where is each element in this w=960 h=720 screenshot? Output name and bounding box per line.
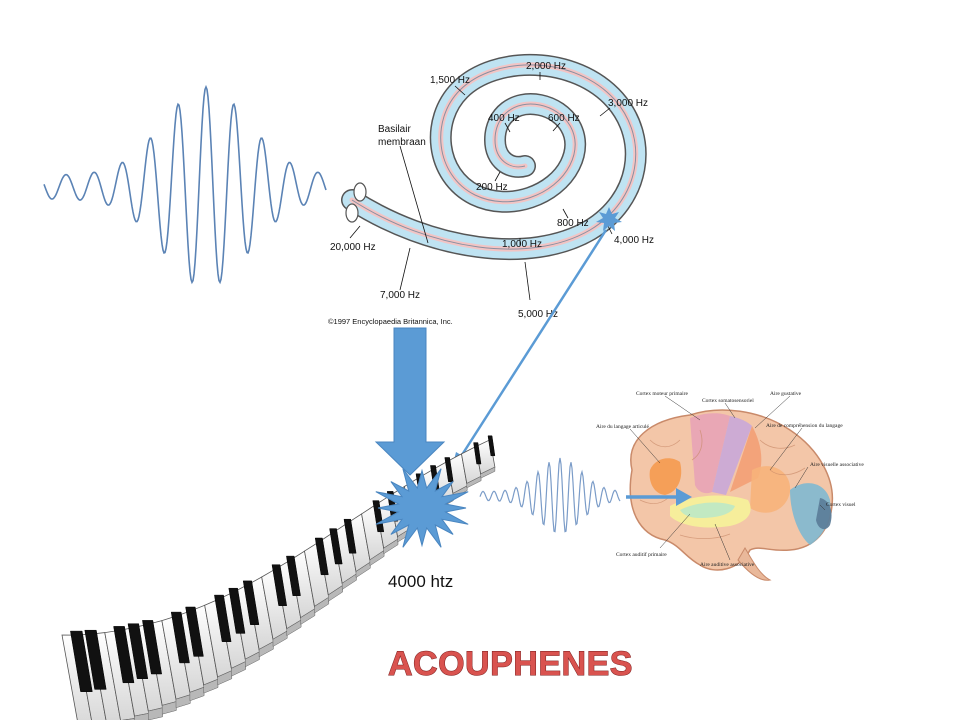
piano-key-side — [231, 661, 246, 677]
piano-black-key — [70, 630, 93, 692]
label-primary-motor-cortex: Cortex moteur primaire — [636, 391, 688, 397]
page-title: ACOUPHENES — [388, 645, 633, 683]
brain-leader-lines — [629, 395, 826, 561]
piano-key-side — [314, 596, 330, 614]
motor-cortex — [690, 413, 730, 494]
piano-black-key — [84, 629, 107, 690]
piano-key-side — [148, 707, 163, 720]
piano-black-key — [314, 537, 329, 576]
piano-key-side — [466, 475, 482, 489]
freq-label-800: 800 Hz — [557, 218, 589, 229]
piano-black-key — [242, 580, 260, 625]
down-arrow — [374, 327, 446, 476]
brainstem — [737, 547, 772, 581]
cochlea-opening-top — [353, 182, 367, 202]
sound-wave — [43, 84, 327, 285]
freq-label-600: 600 Hz — [548, 113, 580, 124]
piano-black-key — [142, 620, 162, 675]
piano-key-side — [189, 686, 205, 702]
piano-key-side — [383, 538, 399, 555]
freq-label-7000: 7,000 Hz — [380, 290, 420, 301]
piano-key-side — [286, 619, 302, 637]
auditory-pointer-arrow — [626, 488, 692, 506]
cochlea-opening-bottom — [345, 203, 359, 223]
piano-key-side — [161, 701, 177, 715]
piano-black-key — [127, 623, 149, 679]
piano-black-key — [228, 587, 246, 634]
piano-key-side — [480, 466, 496, 479]
piano-black-key — [170, 611, 190, 664]
piano-key-side — [245, 651, 260, 668]
piano-key-side — [203, 678, 219, 694]
piano-key-side — [217, 670, 233, 686]
visual-cortex — [816, 498, 832, 530]
freq-label-4000: 4,000 Hz — [614, 235, 654, 246]
freq-label-1000: 1,000 Hz — [502, 239, 542, 250]
label-visual-association-area: Aire visuelle associative — [810, 462, 864, 468]
freq-label-200: 200 Hz — [476, 182, 508, 193]
piano-key-side — [175, 694, 191, 709]
piano-black-key — [343, 518, 357, 554]
brain-illustration: Cortex moteur primaire Cortex somatosens… — [596, 391, 864, 581]
piano-black-key — [271, 564, 287, 606]
label-leader-lines — [349, 72, 613, 301]
burst-star-large — [375, 468, 469, 548]
cochlea-illustration: 2,000 Hz 1,500 Hz 3,000 Hz 400 Hz 600 Hz… — [328, 54, 654, 326]
piano-key-side — [300, 608, 316, 625]
piano-key-side — [355, 561, 371, 579]
freq-label-2000: 2,000 Hz — [526, 61, 566, 72]
piano-key-side — [258, 641, 274, 658]
sound-wave-small — [479, 457, 621, 533]
diagonal-pointer-arrow — [452, 229, 608, 468]
freq-label-20000: 20,000 Hz — [330, 242, 376, 253]
copyright-notice: ©1997 Encyclopaedia Britannica, Inc. — [328, 317, 453, 326]
piano-black-key — [214, 594, 232, 642]
cochlea-center-line — [351, 64, 637, 250]
label-auditory-association-area: Aire auditive associative — [700, 562, 755, 568]
piano-key-side — [328, 585, 343, 602]
burst-star-small — [596, 207, 622, 231]
piano-black-key — [372, 500, 385, 533]
basilar-membrane-label-line1: Basilair — [378, 124, 411, 135]
primary-auditory-cortex — [680, 502, 735, 518]
freq-label-5000: 5,000 Hz — [518, 309, 558, 320]
brain-folds — [639, 429, 806, 540]
basilar-membrane-label-line2: membraan — [378, 137, 426, 148]
piano-black-key — [286, 555, 301, 596]
frequency-caption: 4000 htz — [388, 572, 453, 591]
piano-black-key — [487, 435, 496, 457]
piano-key-side — [272, 630, 288, 647]
piano-black-key — [185, 606, 204, 657]
piano-key-side — [341, 573, 357, 590]
label-primary-auditory-cortex: Cortex auditif primaire — [616, 551, 667, 558]
freq-label-3000: 3,000 Hz — [608, 98, 648, 109]
freq-label-400: 400 Hz — [488, 113, 520, 124]
label-somatosensory-cortex: Cortex somatosensoriel — [702, 398, 754, 404]
label-gustatory-area: Aire gustative — [770, 391, 802, 397]
label-speech-area: Aire du langage articulé — [596, 424, 650, 430]
piano-black-key — [329, 528, 343, 565]
piano-black-key — [473, 442, 482, 465]
piano-key-side — [369, 550, 385, 567]
language-comprehension-area — [750, 466, 791, 513]
somatosensory-cortex — [712, 416, 752, 495]
speech-area-broca — [649, 458, 682, 495]
freq-label-1500: 1,500 Hz — [430, 75, 470, 86]
piano-key-side — [134, 713, 150, 720]
label-visual-cortex: Cortex visuel — [826, 502, 856, 508]
label-language-comprehension: Aire de compréhension du langage — [766, 423, 843, 429]
piano-black-key — [113, 626, 135, 684]
